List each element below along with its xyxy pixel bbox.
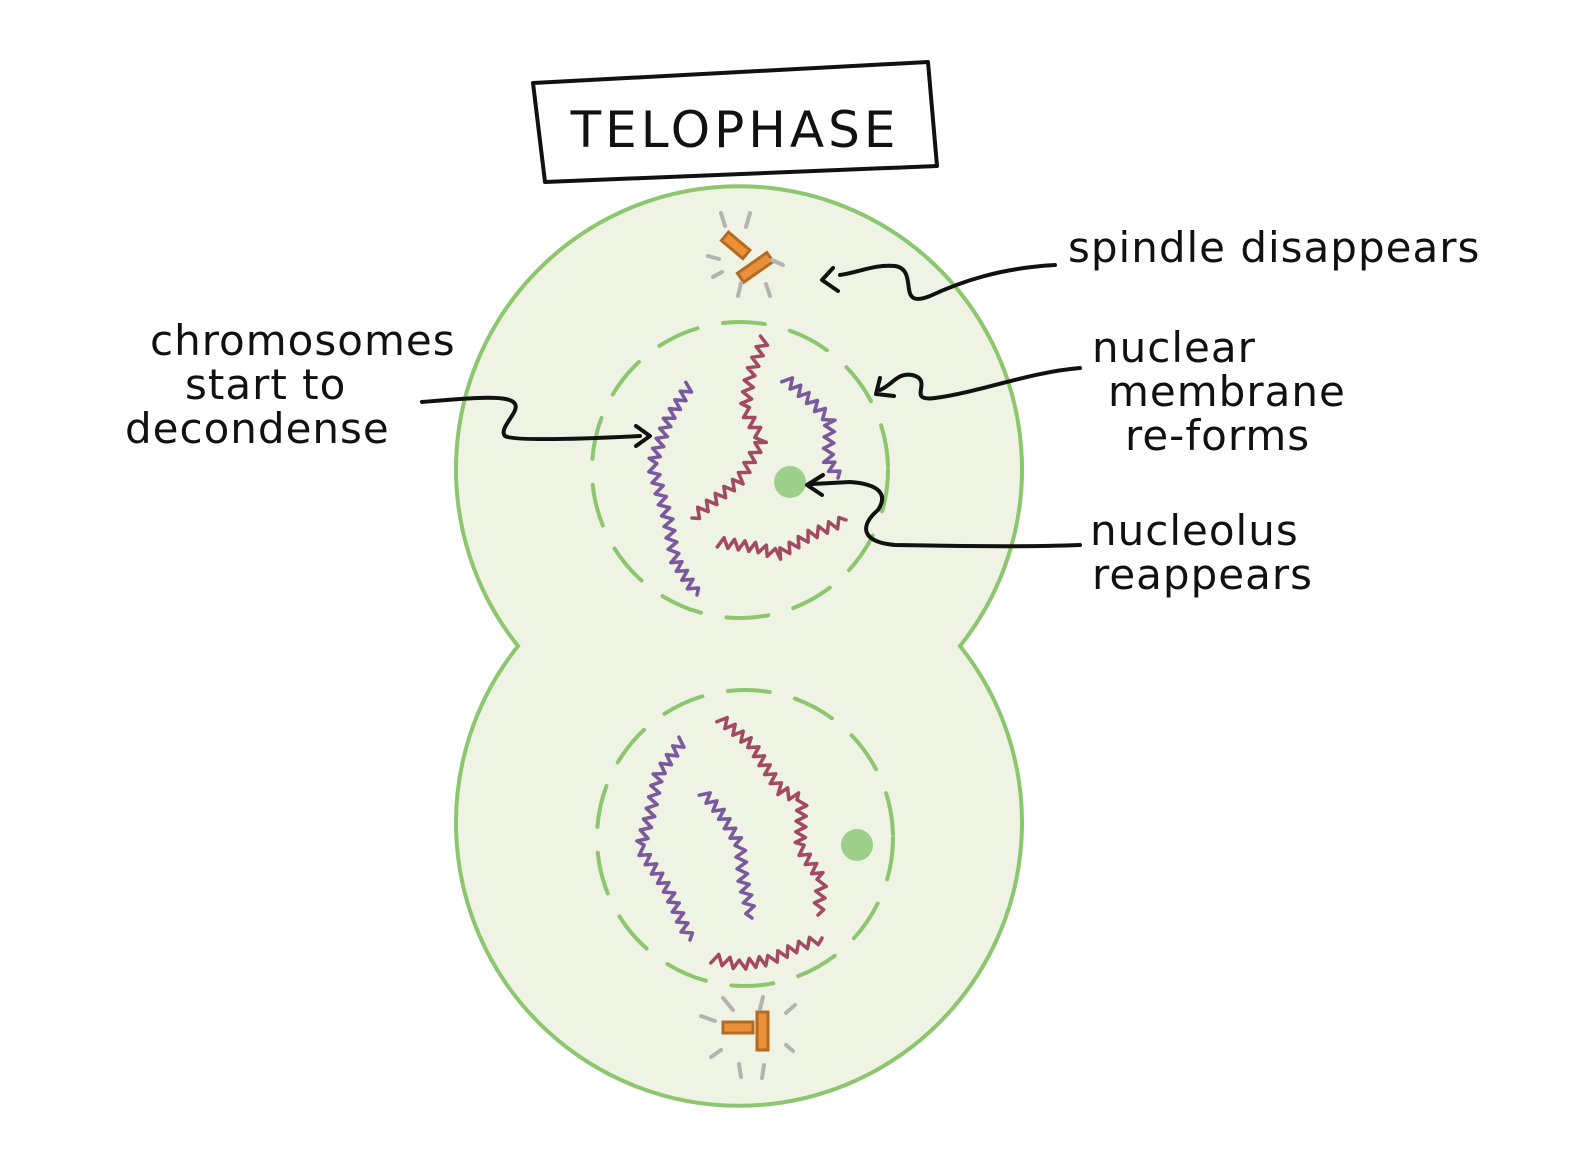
centrosome-bottom: [721, 1010, 770, 1052]
spindle-remnants: [699, 211, 797, 1080]
title-text: TELOPHASE: [570, 101, 900, 159]
label-chromosomes-line1: chromosomes: [150, 316, 456, 365]
nuclear-envelope-top: [590, 320, 890, 620]
label-nucleolus-line2: reappears: [1092, 550, 1313, 599]
nucleolus-top: [774, 466, 806, 498]
label-nuclear-membrane-line1: nuclear: [1092, 323, 1256, 372]
nucleolus-bottom: [841, 829, 873, 861]
chromosome-top-red-4: [715, 515, 848, 561]
label-spindle-line: spindle disappears: [1068, 223, 1480, 272]
centrosome-top: [719, 230, 776, 285]
chromosome-top-red-2: [690, 334, 770, 521]
spindle-arrow: [820, 263, 1057, 301]
chromosome-bottom-red-4: [709, 935, 824, 971]
label-nuclear-membrane-line3: re-forms: [1125, 411, 1310, 460]
chromosome-bottom-red-2: [715, 715, 829, 917]
chromosome-top-purple-1: [647, 380, 701, 597]
nuclear-envelope-bottom: [595, 688, 895, 988]
annotation-arrows: [420, 263, 1082, 549]
label-chromosomes-line2: start to: [185, 360, 346, 409]
nucleolus-arrow: [805, 473, 1082, 549]
chromosomes-arrow: [420, 395, 652, 448]
label-nucleolus-line1: nucleolus: [1090, 506, 1299, 555]
chromosome-group: [635, 334, 848, 971]
label-spindle: spindle disappears: [1068, 223, 1480, 272]
cell-outline: [454, 184, 1024, 1108]
label-nucleolus: nucleolus reappears: [1090, 506, 1313, 599]
label-nuclear-membrane-line2: membrane: [1108, 367, 1346, 416]
chromosome-top-purple-3: [779, 376, 842, 480]
chromosome-bottom-purple-1: [635, 735, 695, 942]
label-nuclear-membrane: nuclear membrane re-forms: [1092, 323, 1346, 460]
membrane-arrow: [874, 366, 1082, 401]
title-box: TELOPHASE: [531, 60, 939, 184]
label-chromosomes: chromosomes start to decondense: [125, 316, 456, 453]
chromosome-bottom-purple-3: [697, 791, 757, 920]
label-chromosomes-line3: decondense: [125, 404, 390, 453]
